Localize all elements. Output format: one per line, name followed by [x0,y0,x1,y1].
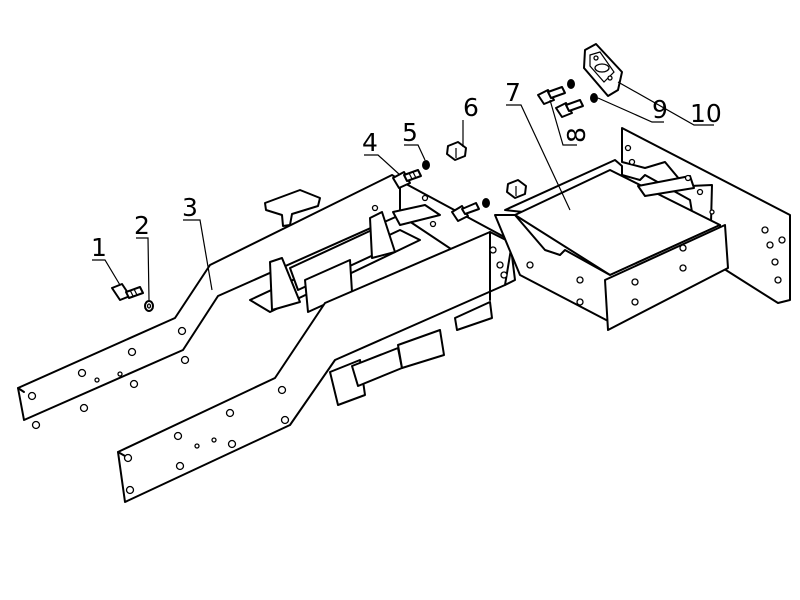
rear-box-part-7 [494,127,791,331]
frame-gusset-3 [392,204,441,226]
callout-3: 3 [182,193,198,222]
bolt-near-part-6 [451,202,480,222]
main-frame-part-3 [17,174,516,503]
frame-back-rail [17,174,401,421]
washer-part-2 [144,300,154,312]
plate-hole [607,75,613,81]
callout-4: 4 [362,128,378,157]
callout-6: 6 [463,93,479,122]
bolt-part-4 [392,169,422,189]
frame-lower-block-4 [454,301,493,331]
leader-5 [404,144,426,161]
frame-back-rail-edge [17,387,25,393]
callout-labels: 1 2 3 4 5 6 7 8 9 10 [91,78,722,262]
callout-7: 7 [505,78,521,107]
plate-part-10 [583,43,623,97]
bolt-part-1 [111,283,144,301]
frame-front-rail-holes [123,194,508,495]
washer-part-9-lower [590,93,598,103]
rear-box-right-plate [621,127,791,304]
frame-front-rail-edge [117,451,126,457]
frame-lower-block-2 [351,347,403,387]
leader-7 [506,104,571,211]
callout-10: 10 [690,99,722,128]
frame-lower-block-3 [397,329,445,369]
rear-box-gusset [637,175,695,197]
leader-1 [92,259,121,286]
leader-10 [617,81,714,126]
leader-9 [597,97,664,123]
leader-lines [92,81,714,301]
frame-top-bracket [264,189,321,227]
frame-back-rail-holes [27,204,379,430]
callout-9: 9 [652,95,668,124]
callout-2: 2 [134,211,150,240]
washer-part-9-upper [567,79,575,89]
callout-1: 1 [91,233,107,262]
leader-3 [183,219,213,291]
callout-8: 8 [562,127,591,143]
frame-gusset-1 [269,257,301,311]
leader-4 [364,154,401,176]
washer-part-5 [422,160,430,170]
nut-part-6 [446,141,467,161]
leader-2 [136,237,150,301]
washer-near-part-6 [482,198,490,208]
plate-center-slot [594,63,610,73]
leader-8 [549,99,577,146]
nut-near-part-6 [506,179,527,199]
frame-front-rail [117,231,513,503]
plate-hole [593,55,599,61]
rear-box-holes [526,144,786,306]
frame-gusset-2 [369,211,396,259]
bolt-part-8-lower [555,99,584,118]
callout-5: 5 [402,118,418,147]
bolt-part-8-upper [537,86,566,105]
